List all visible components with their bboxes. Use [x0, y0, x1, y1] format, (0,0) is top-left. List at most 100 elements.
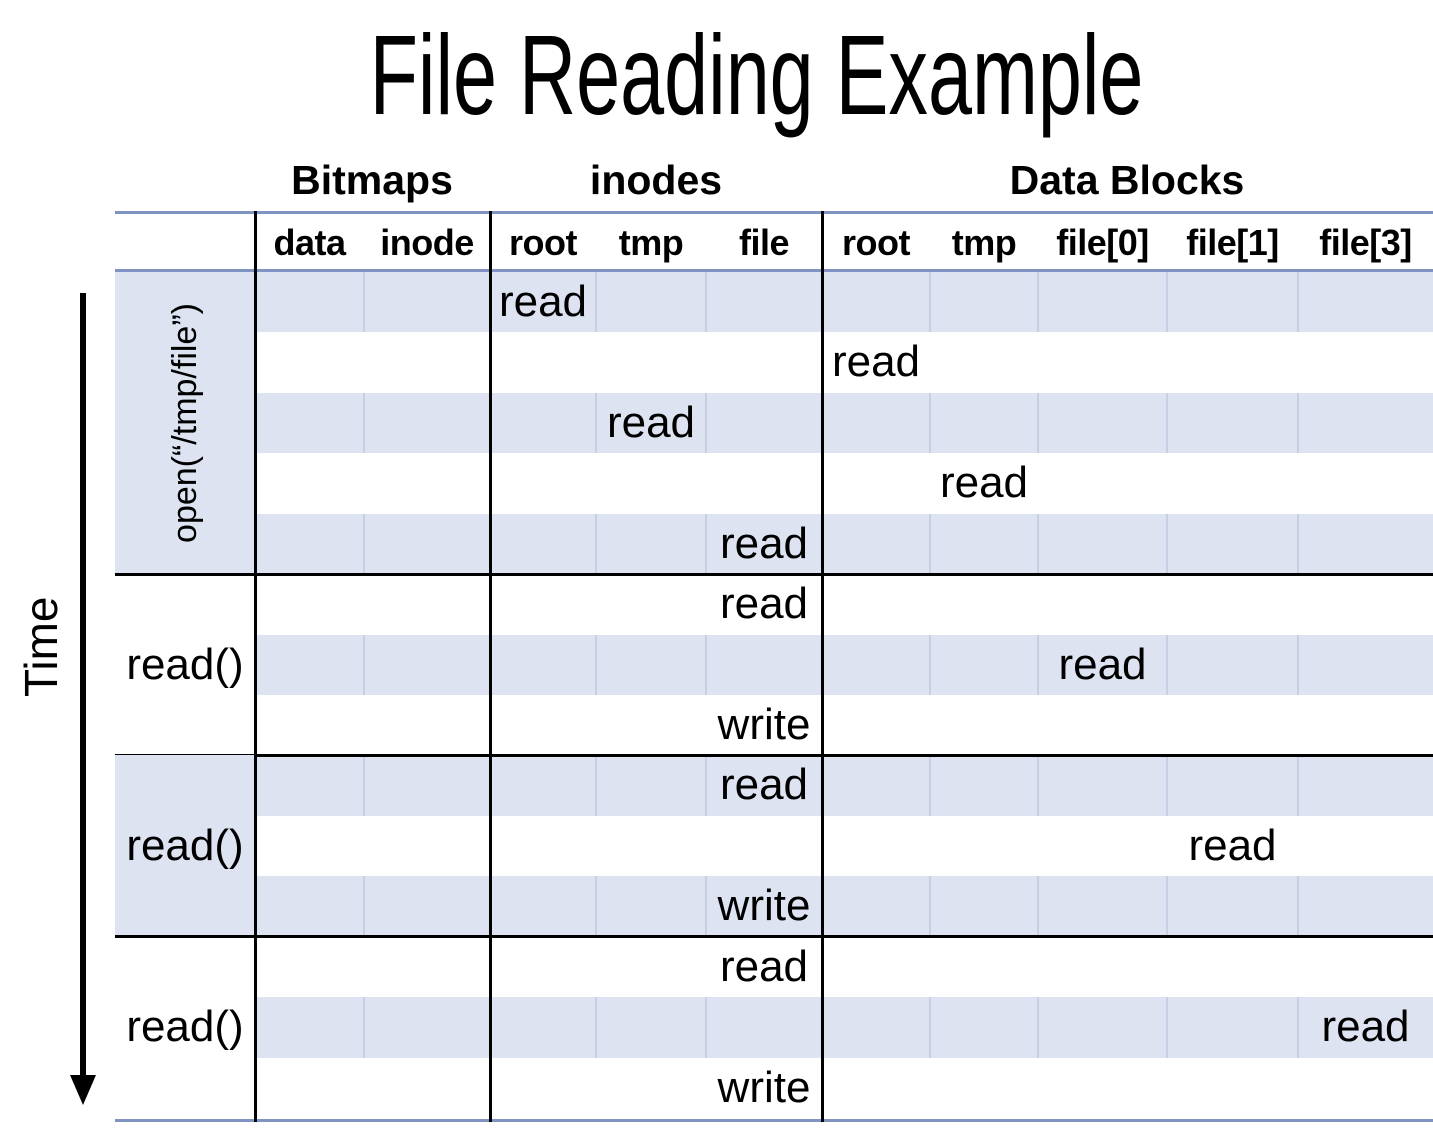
group-border-line — [820, 211, 824, 1122]
column-separator — [363, 876, 365, 937]
column-separator — [705, 513, 707, 575]
group-header-data-blocks: Data Blocks — [1009, 157, 1245, 203]
operation-divider-line — [115, 753, 1433, 757]
column-separator — [1166, 513, 1168, 575]
operation-label: read() — [126, 1002, 244, 1052]
column-header: tmp — [951, 222, 1017, 263]
operation-label: read() — [126, 821, 244, 871]
operation-label-cell: read() — [115, 755, 255, 937]
column-separator — [1166, 634, 1168, 695]
column-separator — [595, 392, 597, 454]
row-stripe — [255, 272, 1433, 333]
cell-action: read — [1188, 820, 1277, 870]
column-header: file[3] — [1319, 222, 1412, 263]
column-separator — [595, 755, 597, 816]
column-separator — [1166, 997, 1168, 1058]
column-separator — [929, 876, 931, 937]
column-separator — [1297, 997, 1299, 1058]
column-separator — [1297, 272, 1299, 333]
column-separator — [1037, 997, 1039, 1058]
column-separator — [705, 876, 707, 937]
group-border-line — [253, 211, 257, 1122]
cell-action: read — [1321, 1002, 1410, 1052]
column-header: root — [509, 222, 577, 263]
column-header: root — [842, 222, 910, 263]
page-title: File Reading Example — [369, 12, 1144, 138]
column-separator — [1297, 513, 1299, 575]
cell-action: read — [831, 337, 921, 387]
column-separator — [1297, 755, 1299, 816]
column-separator — [929, 997, 931, 1058]
column-separator — [363, 392, 365, 454]
column-separator — [595, 272, 597, 333]
column-header: file[0] — [1056, 222, 1149, 263]
cell-action: read — [606, 397, 696, 447]
operation-label: open(“/tmp/file”) — [165, 303, 204, 544]
row-stripe — [255, 392, 1433, 454]
group-header-inodes: inodes — [589, 157, 723, 203]
group-border-line — [488, 211, 492, 1122]
column-separator — [363, 997, 365, 1058]
cell-action: read — [719, 518, 809, 568]
column-separator — [1037, 755, 1039, 816]
operation-divider-line — [115, 572, 1433, 576]
cell-action: read — [939, 458, 1029, 508]
table-rule-line — [115, 269, 1433, 272]
column-separator — [929, 392, 931, 454]
column-header: inode — [380, 222, 474, 263]
cell-action: read — [1058, 639, 1147, 689]
column-separator — [929, 634, 931, 695]
column-separator — [363, 513, 365, 575]
column-separator — [595, 997, 597, 1058]
column-separator — [705, 392, 707, 454]
column-header: data — [273, 222, 346, 263]
column-separator — [595, 513, 597, 575]
row-stripe — [255, 876, 1433, 937]
cell-action: write — [717, 1062, 811, 1112]
column-separator — [1037, 513, 1039, 575]
column-separator — [363, 634, 365, 695]
column-separator — [1297, 634, 1299, 695]
operation-label-cell: read() — [115, 937, 255, 1118]
cell-action: read — [719, 941, 809, 991]
column-separator — [1037, 392, 1039, 454]
column-separator — [705, 755, 707, 816]
operation-divider-line — [115, 935, 1433, 939]
column-header: file[1] — [1186, 222, 1279, 263]
table-rule-line — [115, 1119, 1433, 1122]
column-separator — [1037, 272, 1039, 333]
column-separator — [1166, 272, 1168, 333]
group-header-bitmaps: Bitmaps — [291, 157, 453, 203]
time-arrow — [80, 293, 86, 1077]
column-separator — [1297, 392, 1299, 454]
column-separator — [929, 513, 931, 575]
column-separator — [705, 634, 707, 695]
column-separator — [929, 755, 931, 816]
column-separator — [1297, 876, 1299, 937]
cell-action: write — [717, 700, 811, 749]
column-header: file — [738, 222, 790, 263]
column-separator — [1037, 634, 1039, 695]
column-separator — [1166, 876, 1168, 937]
time-axis-label: Time — [15, 596, 67, 698]
cell-action: read — [498, 277, 588, 326]
column-header: tmp — [618, 222, 684, 263]
cell-action: read — [719, 760, 809, 810]
row-stripe — [255, 513, 1433, 575]
row-stripe — [255, 997, 1433, 1058]
column-separator — [1166, 755, 1168, 816]
column-separator — [929, 272, 931, 333]
operation-label-cell: open(“/tmp/file”) — [115, 272, 255, 575]
column-separator — [705, 997, 707, 1058]
time-arrowhead-icon — [70, 1075, 96, 1105]
operation-label: read() — [126, 639, 244, 689]
column-separator — [595, 634, 597, 695]
column-separator — [1166, 392, 1168, 454]
column-separator — [1037, 876, 1039, 937]
operation-label-cell: read() — [115, 574, 255, 755]
column-separator — [595, 876, 597, 937]
cell-action: read — [719, 579, 809, 629]
column-separator — [363, 272, 365, 333]
column-separator — [705, 272, 707, 333]
